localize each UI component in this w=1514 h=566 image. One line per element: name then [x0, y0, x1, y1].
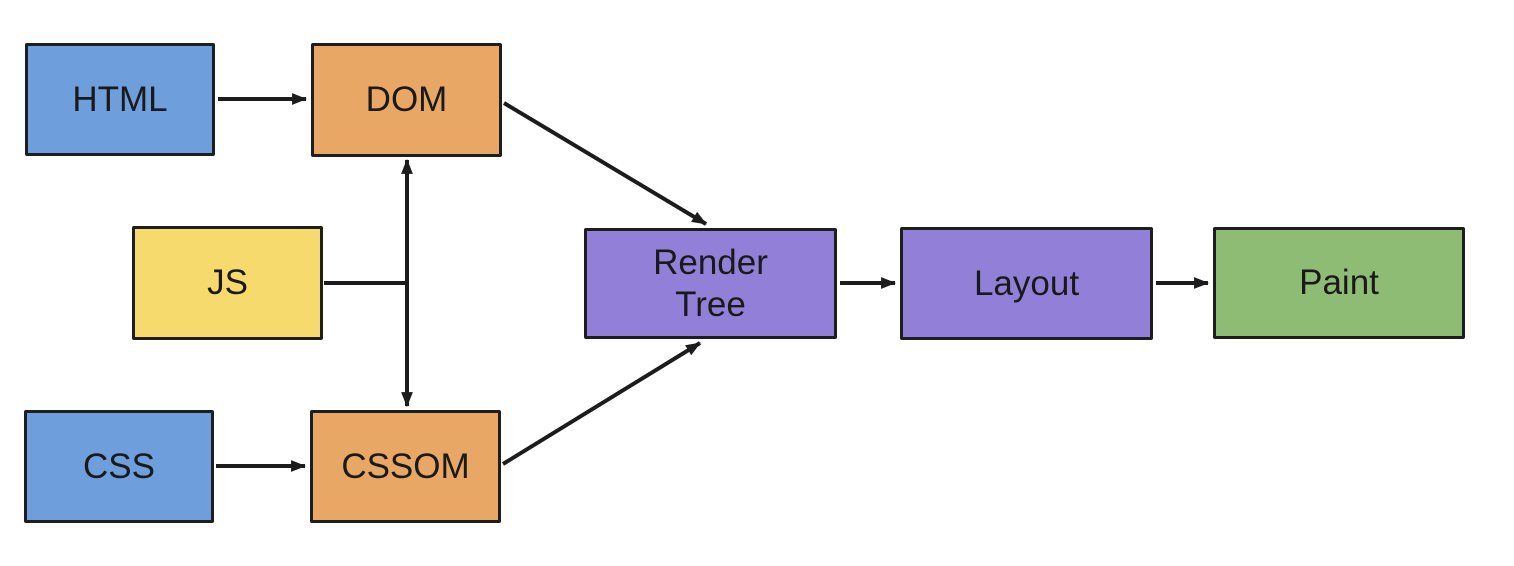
node-dom-label: DOM [365, 80, 448, 119]
node-html-label: HTML [72, 79, 168, 119]
node-cssom-label: CSSOM [341, 446, 470, 486]
node-dom: DOM [311, 43, 502, 157]
node-js: JS [132, 226, 323, 340]
node-paint-label: Paint [1299, 263, 1379, 302]
node-css: CSS [24, 410, 214, 523]
arrow-cssom-to-render-tree [501, 341, 702, 466]
node-paint: Paint [1213, 227, 1465, 339]
node-layout-label: Layout [973, 263, 1080, 303]
node-render-tree-label: Render Tree [653, 242, 768, 324]
arrow-dom-to-render-tree [502, 101, 708, 226]
node-cssom: CSSOM [310, 410, 501, 523]
node-js-label: JS [207, 263, 248, 302]
node-html: HTML [25, 43, 215, 156]
node-render-tree: Render Tree [584, 228, 837, 339]
node-layout: Layout [900, 227, 1153, 340]
node-css-label: CSS [83, 446, 155, 486]
